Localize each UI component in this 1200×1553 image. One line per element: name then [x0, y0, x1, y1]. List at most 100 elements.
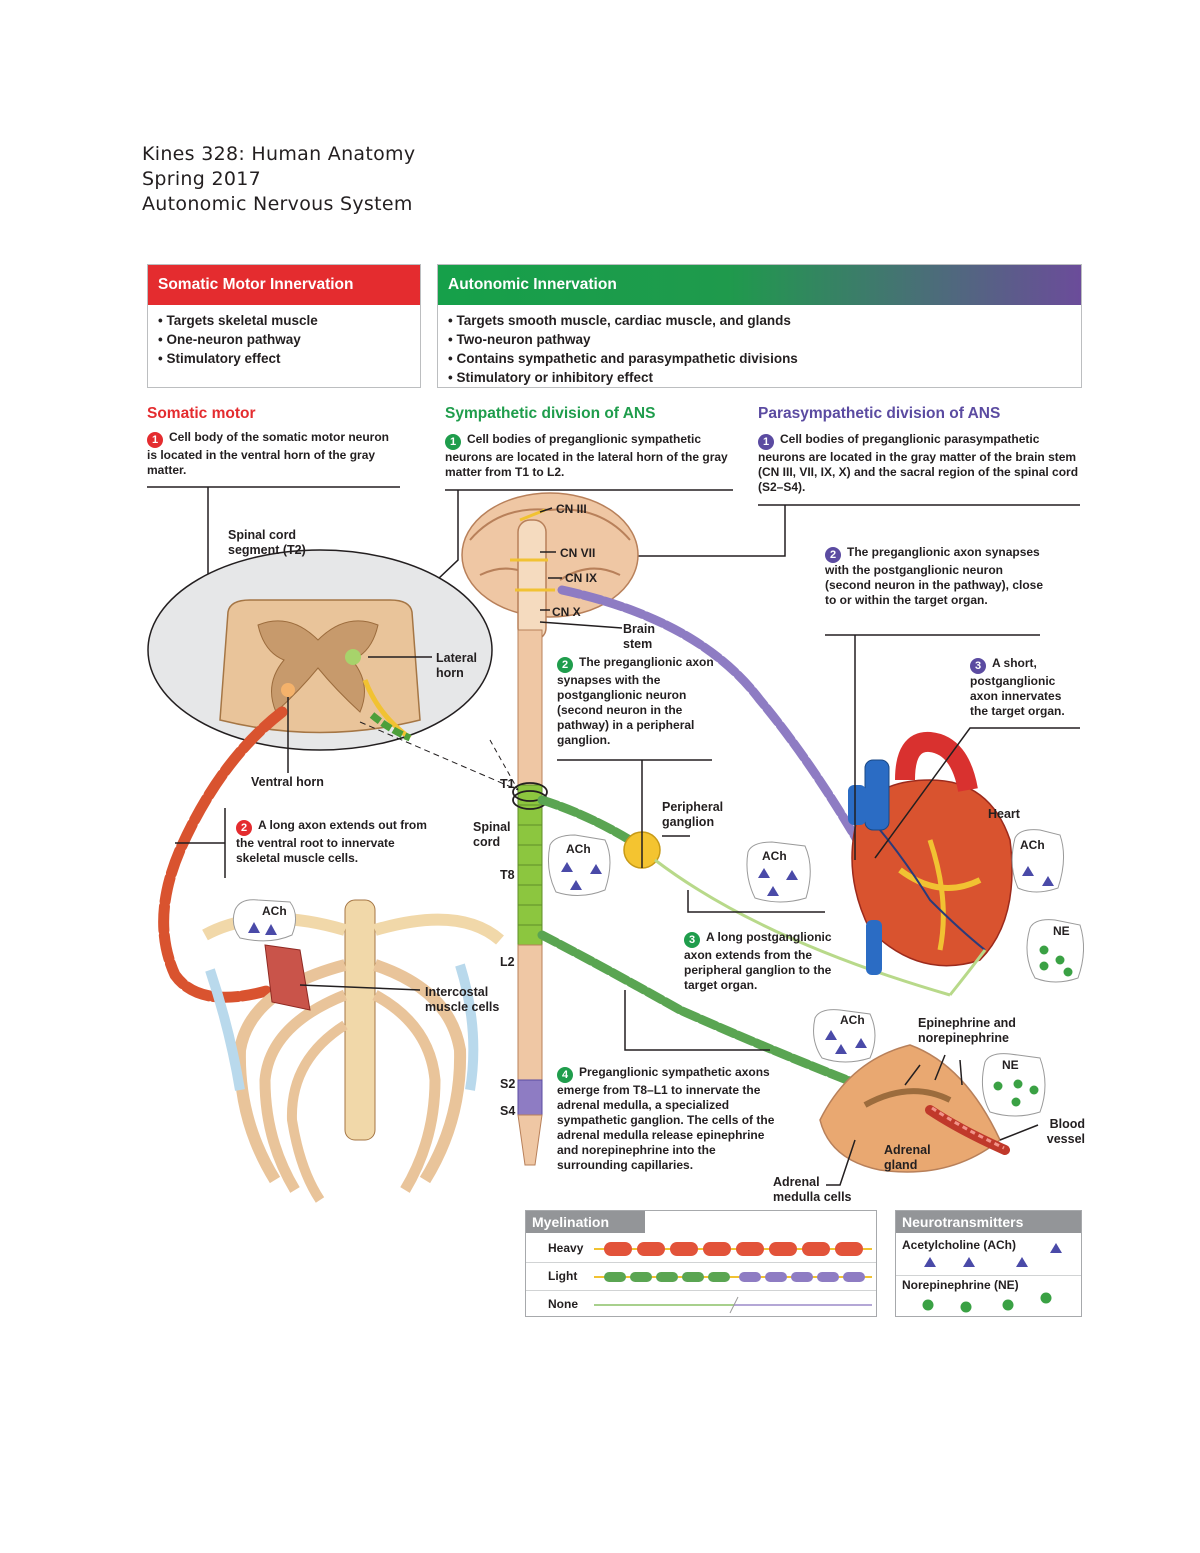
leader-line: [299, 984, 421, 991]
epinephrine-norepinephrine-label: Epinephrine and norepinephrine: [918, 1016, 1016, 1045]
light-myelin-sample: [594, 1272, 872, 1282]
neurotransmitters-header: Neurotransmitters: [896, 1211, 1081, 1233]
adrenal-gland: [819, 1044, 1010, 1173]
ne-bubble-adrenal: [981, 1053, 1046, 1117]
leader-line: [624, 990, 770, 1051]
ventral-horn-label: Ventral horn: [251, 775, 324, 789]
somatic-bullet: • Targets skeletal muscle: [158, 313, 318, 328]
cervical-cord: [517, 629, 543, 786]
document-title: Kines 328: Human Anatomy Spring 2017 Aut…: [142, 142, 415, 217]
brain: [461, 492, 639, 641]
blood-vessel-label: Blood vessel: [1046, 1117, 1085, 1146]
leader-line: [539, 621, 623, 629]
course-title: Kines 328: Human Anatomy: [142, 143, 416, 165]
leader-line: [959, 1059, 963, 1086]
lumbar-cord: [517, 944, 543, 1081]
ach-label-heart: ACh: [1020, 838, 1045, 852]
spinal-cord-label: Spinal cord: [473, 820, 511, 849]
topic-title: Autonomic Nervous System: [142, 193, 413, 215]
parasympathetic-preganglionic-axon: [557, 585, 865, 850]
sympathetic-postganglionic-axon: [654, 858, 951, 997]
l2-label: L2: [500, 955, 515, 969]
ach-bubble-adrenal: [813, 1009, 876, 1063]
myelination-row-none: None: [526, 1291, 876, 1316]
leader-line: [934, 1054, 946, 1081]
guide-dashed-line: [359, 721, 519, 791]
leader-line: [539, 507, 553, 513]
rib-cage: [202, 899, 504, 1203]
leader-line: [904, 1064, 921, 1086]
parasympathetic-heading: Parasympathetic division of ANS: [758, 405, 1001, 422]
t1-label: T1: [500, 777, 515, 791]
myelination-header: Myelination: [526, 1211, 645, 1233]
peripheral-ganglion-label: Peripheral ganglion: [662, 800, 724, 829]
s2-label: S2: [500, 1077, 516, 1091]
t8-label: T8: [500, 868, 515, 882]
somatic-bullet: • Stimulatory effect: [158, 351, 281, 366]
s4-label: S4: [500, 1104, 516, 1118]
autonomic-bullet: • Targets smooth muscle, cardiac muscle,…: [448, 313, 791, 328]
ach-bubble-muscle: [232, 899, 296, 942]
somatic-bullet: • One-neuron pathway: [158, 332, 301, 347]
myelination-row-heavy: Heavy: [526, 1235, 876, 1263]
autonomic-bullet: • Stimulatory or inhibitory effect: [448, 370, 653, 385]
leader-line: [999, 1124, 1039, 1141]
autonomic-bullet: • Contains sympathetic and parasympathet…: [448, 351, 798, 366]
autonomic-bullet: • Two-neuron pathway: [448, 332, 591, 347]
cn7-label: CN VII: [560, 546, 596, 560]
leader-line: [610, 505, 786, 557]
myelination-legend: Myelination Heavy Light: [525, 1210, 877, 1317]
ach-bubble-heart: [1011, 829, 1064, 893]
semester: Spring 2017: [142, 168, 262, 190]
ach-bubble-ganglion: [548, 834, 611, 896]
ach-bubble-parasymp-ganglion: [746, 841, 811, 903]
ach-label-ganglion: ACh: [566, 842, 591, 856]
ach-triangles: [924, 1243, 1062, 1267]
cn3-label: CN III: [556, 502, 587, 516]
ach-label-muscle: ACh: [262, 904, 287, 918]
intercostal-muscle-label: Intercostal muscle cells: [425, 985, 500, 1014]
guide-dashed-line: [489, 739, 519, 791]
ach-legend-row: Acetylcholine (ACh): [896, 1235, 1081, 1276]
spinal-cord-segment-label: Spinal cord segment (T2): [228, 528, 306, 557]
segment-lines: [518, 804, 542, 926]
ne-legend-row: Norepinephrine (NE): [896, 1276, 1081, 1316]
lateral-horn-cell: [345, 649, 361, 665]
leader-line: [687, 890, 825, 913]
filum-terminale: [517, 1114, 543, 1166]
adrenal-preganglionic-axon: [537, 930, 865, 1090]
lateral-horn-label: Lateral horn: [436, 651, 477, 680]
ventral-horn-cell: [281, 683, 295, 697]
leader-line: [826, 1139, 856, 1186]
heart: [848, 731, 1013, 975]
autonomic-summary-header: Autonomic Innervation: [438, 265, 1081, 305]
autonomic-summary-box: Autonomic Innervation • Targets smooth m…: [437, 264, 1082, 388]
ne-label-heart: NE: [1053, 924, 1070, 938]
somatic-summary-header: Somatic Motor Innervation: [148, 265, 420, 305]
sympathetic-fiber: [369, 712, 412, 742]
ne-label-adrenal: NE: [1002, 1058, 1019, 1072]
t1-marker-ring: [512, 782, 548, 802]
ach-label-adrenal: ACh: [840, 1013, 865, 1027]
myelination-row-light: Light: [526, 1263, 876, 1291]
heavy-myelin-sample: [594, 1242, 872, 1256]
neurotransmitters-legend: Neurotransmitters Acetylcholine (ACh) No…: [895, 1210, 1082, 1317]
no-myelin-sample: [594, 1296, 872, 1314]
ne-dots: [922, 1292, 1052, 1313]
somatic-motor-heading: Somatic motor: [147, 405, 256, 422]
leader-line: [557, 759, 712, 868]
brain-stem-label: Brain stem: [623, 622, 655, 651]
sympathetic-heading: Sympathetic division of ANS: [445, 405, 656, 422]
postganglionic-terminal: [948, 949, 987, 996]
ne-bubble-heart: [1026, 919, 1084, 983]
